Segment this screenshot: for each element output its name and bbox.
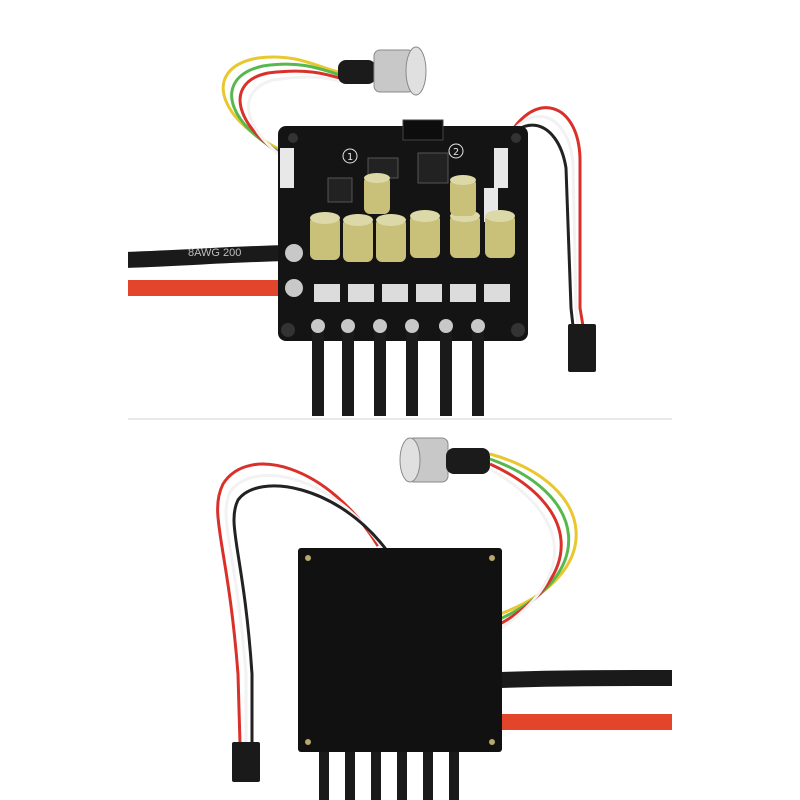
esc-board-photo: 8AWG 200 1 2 + xyxy=(128,46,596,416)
label-2: 2 xyxy=(453,147,459,158)
capacitor-row xyxy=(310,173,515,262)
heat-shrink xyxy=(338,60,376,84)
bottom-photo-panel xyxy=(128,424,672,800)
panel-separator xyxy=(128,418,672,420)
servo-connector xyxy=(568,324,596,372)
cable-print: 8AWG 200 xyxy=(188,247,241,259)
top-photo-panel: 8AWG 200 1 2 + xyxy=(128,8,672,418)
esc-case xyxy=(298,548,502,752)
esc-case-photo xyxy=(216,437,672,800)
phase-wires xyxy=(312,326,484,416)
servo-connector-bottom xyxy=(232,742,260,782)
label-1: 1 xyxy=(347,152,353,163)
